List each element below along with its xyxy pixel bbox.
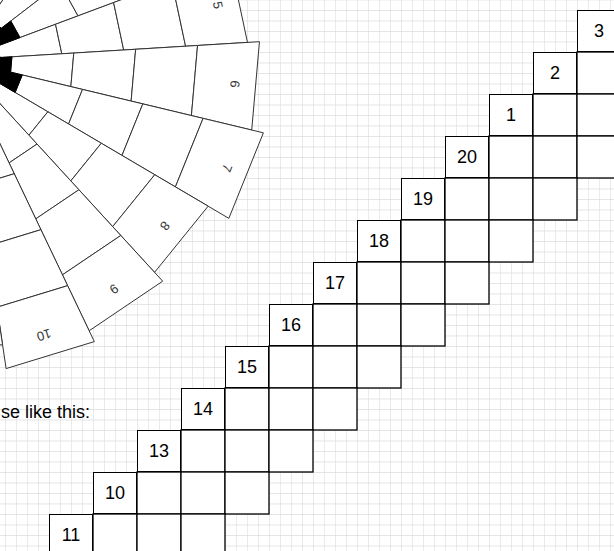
blank-cell bbox=[445, 178, 489, 220]
numbered-cell: 11 bbox=[49, 514, 93, 551]
numbered-cell: 20 bbox=[445, 136, 489, 178]
caption-text: se like this: bbox=[1, 403, 90, 421]
star-center bbox=[0, 0, 22, 123]
blank-cell bbox=[181, 514, 225, 551]
blank-cell bbox=[269, 430, 313, 472]
blank-cell bbox=[313, 304, 357, 346]
blank-cell bbox=[533, 136, 577, 178]
numbered-cell: 13 bbox=[137, 430, 181, 472]
blank-cell bbox=[181, 472, 225, 514]
spiral-cell bbox=[0, 286, 94, 369]
blank-cell bbox=[313, 346, 357, 388]
blank-cell bbox=[137, 514, 181, 551]
numbered-cell: 2 bbox=[533, 52, 577, 94]
cell-number: 19 bbox=[413, 190, 433, 208]
spiral-cell bbox=[114, 0, 186, 50]
cell-number: 14 bbox=[193, 400, 213, 418]
cell-number: 2 bbox=[550, 64, 560, 82]
numbered-cell: 10 bbox=[93, 472, 137, 514]
blank-cell bbox=[401, 220, 445, 262]
blank-cell bbox=[489, 136, 533, 178]
blank-cell bbox=[533, 178, 577, 220]
blank-cell bbox=[313, 388, 357, 430]
blank-cell bbox=[269, 388, 313, 430]
cell-number: 15 bbox=[237, 358, 257, 376]
blank-cell bbox=[489, 178, 533, 220]
blank-cell bbox=[577, 52, 614, 94]
spiral-cell bbox=[56, 3, 124, 54]
spiral-cell bbox=[172, 0, 248, 46]
cell-number: 11 bbox=[62, 526, 81, 544]
numbered-cell: 18 bbox=[357, 220, 401, 262]
cell-number: 6 bbox=[228, 80, 242, 88]
blank-cell bbox=[533, 94, 577, 136]
spiral-cell bbox=[0, 284, 3, 345]
cell-number: 13 bbox=[149, 442, 169, 460]
cell-number: 18 bbox=[369, 232, 389, 250]
blank-cell bbox=[577, 94, 614, 136]
spiral-cell bbox=[191, 42, 259, 130]
cell-number: 1 bbox=[506, 106, 516, 124]
blank-cell bbox=[489, 220, 533, 262]
blank-cell bbox=[577, 136, 614, 178]
cell-number: 17 bbox=[325, 274, 345, 292]
numbered-cell: 19 bbox=[401, 178, 445, 220]
blank-cell bbox=[357, 304, 401, 346]
blank-cell bbox=[137, 472, 181, 514]
numbered-cell: 1 bbox=[489, 94, 533, 136]
blank-cell bbox=[401, 304, 445, 346]
blank-cell bbox=[269, 346, 313, 388]
blank-cell bbox=[401, 262, 445, 304]
cell-number: 10 bbox=[105, 484, 125, 502]
numbered-cell: 14 bbox=[181, 388, 225, 430]
numbered-cell: 15 bbox=[225, 346, 269, 388]
cell-number: 20 bbox=[457, 148, 477, 166]
blank-cell bbox=[445, 220, 489, 262]
blank-cell bbox=[225, 388, 269, 430]
numbered-cell: 3 bbox=[577, 10, 614, 52]
blank-cell bbox=[357, 262, 401, 304]
numbered-cell: 17 bbox=[313, 262, 357, 304]
cell-number: 16 bbox=[281, 316, 301, 334]
blank-cell bbox=[93, 514, 137, 551]
blank-cell bbox=[181, 430, 225, 472]
blank-cell bbox=[357, 346, 401, 388]
blank-cell bbox=[225, 430, 269, 472]
blank-cell bbox=[445, 262, 489, 304]
cell-number: 3 bbox=[594, 22, 604, 40]
numbered-cell: 16 bbox=[269, 304, 313, 346]
blank-cell bbox=[225, 472, 269, 514]
